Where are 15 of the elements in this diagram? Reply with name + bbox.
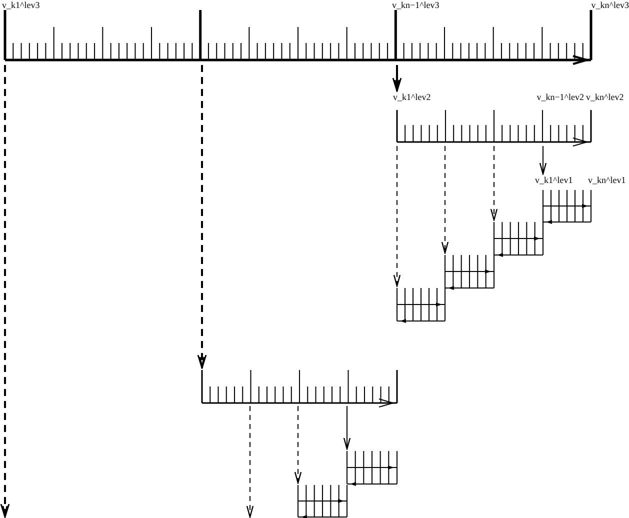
vertex-label: v_kn−1^lev3 [392, 0, 440, 10]
vertex-label: v_kn^lev3 [591, 0, 629, 10]
vertex-label: v_kn−1^lev2 [536, 92, 584, 102]
arrow [441, 146, 449, 254]
arrow [246, 406, 254, 518]
arrow [490, 146, 498, 221]
vertex-label: v_k1^lev2 [393, 92, 431, 102]
vertex-label: v_k1^lev1 [535, 175, 573, 185]
vertex-label: v_kn^lev2 [586, 92, 624, 102]
arrow [539, 146, 547, 175]
arrow [393, 146, 401, 287]
arrow [343, 406, 351, 450]
vertex-label: v_kn^lev1 [588, 175, 626, 185]
arrow [294, 406, 302, 484]
vertex-label: v_k1^lev3 [2, 0, 40, 10]
